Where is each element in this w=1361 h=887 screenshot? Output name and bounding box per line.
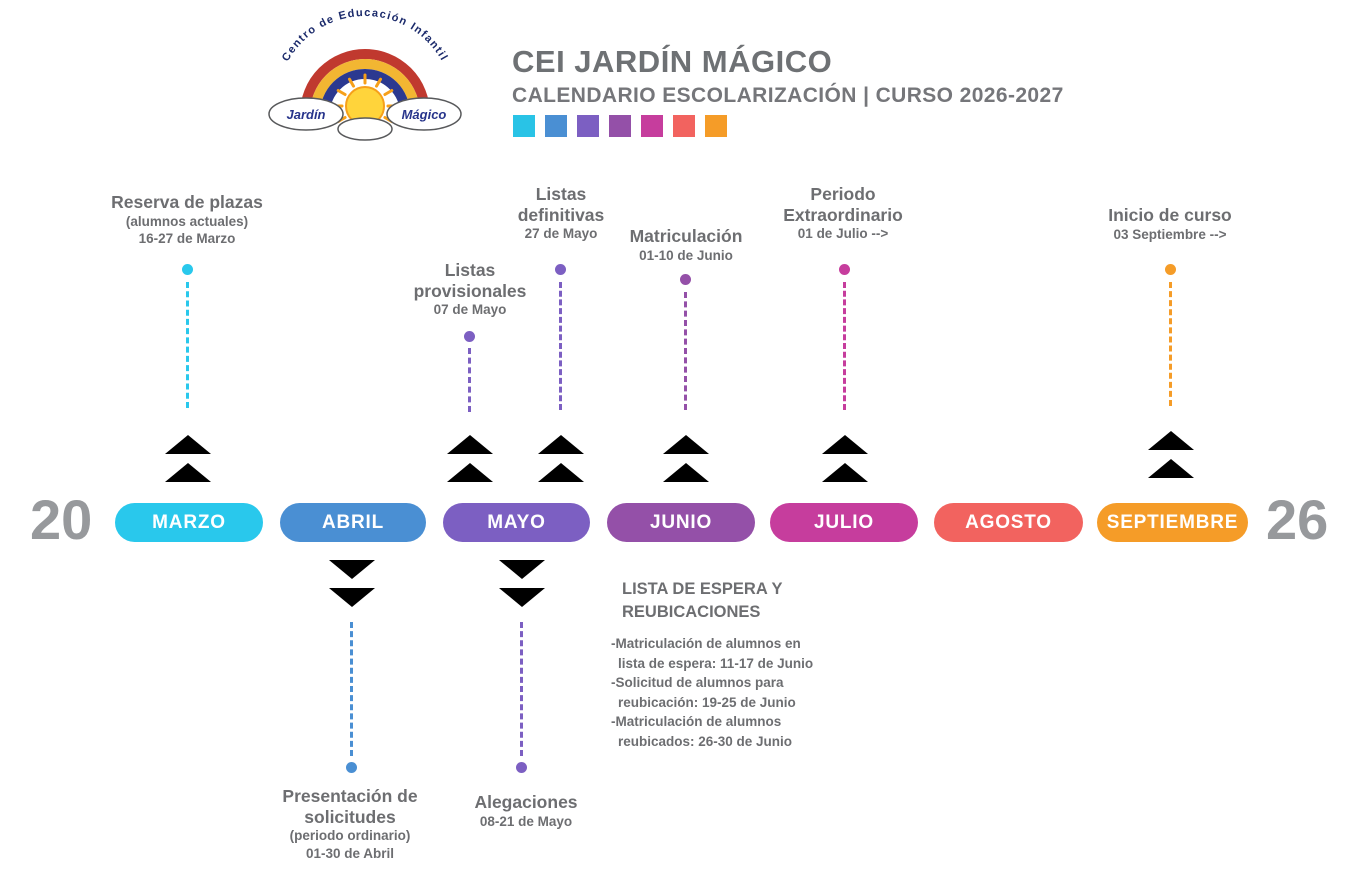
month-pill-mayo: MAYO: [443, 503, 590, 542]
connector-line: [186, 282, 189, 408]
connector-line: [350, 622, 353, 756]
event-title: Matriculación: [629, 226, 743, 246]
event-date: 01 de Julio -->: [797, 226, 889, 242]
event-title: Alegaciones: [474, 792, 578, 812]
connector-line: [520, 622, 523, 756]
color-swatch-2: [545, 115, 567, 137]
event-title: Listas definitivas: [517, 184, 605, 225]
chevron-up-icon: [538, 435, 584, 482]
waitlist-item: -Matriculación de alumnos reubicados: 26…: [611, 714, 793, 749]
event-date: 08-21 de Mayo: [479, 813, 573, 829]
event-dot: [182, 264, 193, 275]
event-date: 27 de Mayo: [524, 226, 598, 242]
event-date: 03 Septiembre -->: [1113, 226, 1227, 242]
waitlist-section: LISTA DE ESPERA Y REUBICACIONES -Matricu…: [608, 578, 868, 752]
event-date: 01-10 de Junio: [639, 247, 733, 263]
waitlist-items: -Matriculación de alumnos en lista de es…: [608, 634, 868, 751]
year-start-label: 20: [30, 488, 93, 551]
event-dot: [464, 331, 475, 342]
month-label: MARZO: [152, 511, 226, 533]
page-title: CEI JARDÍN MÁGICO: [512, 44, 833, 79]
month-label: JUNIO: [649, 511, 713, 533]
month-label: SEPTIEMBRE: [1106, 511, 1239, 533]
chevron-up-icon: [165, 435, 211, 482]
month-pill-septiembre: SEPTIEMBRE: [1097, 503, 1248, 542]
page-subtitle: CALENDARIO ESCOLARIZACIÓN | CURSO 2026-2…: [512, 84, 1064, 107]
event-dot: [839, 264, 850, 275]
event-dot: [516, 762, 527, 773]
cloud-left-label: Jardín: [286, 107, 325, 122]
event-inicio-de-curso: Inicio de curso 03 Septiembre -->: [1060, 205, 1280, 244]
event-note: (alumnos actuales): [125, 213, 249, 229]
month-label: AGOSTO: [965, 511, 1052, 533]
year-end-label: 26: [1266, 488, 1329, 551]
color-swatch-3: [577, 115, 599, 137]
month-pill-abril: ABRIL: [280, 503, 426, 542]
chevron-up-icon: [822, 435, 868, 482]
connector-line: [559, 282, 562, 410]
waitlist-title: LISTA DE ESPERA Y REUBICACIONES: [622, 580, 783, 622]
waitlist-item: -Matriculación de alumnos en lista de es…: [611, 636, 814, 671]
event-title: Reserva de plazas: [111, 192, 263, 212]
event-date: 07 de Mayo: [433, 302, 507, 318]
school-logo: Centro de Educación Infantil Jardín Mági…: [268, 7, 462, 141]
cloud-bottom: [337, 117, 393, 141]
color-swatch-4: [609, 115, 631, 137]
month-pill-marzo: MARZO: [115, 503, 263, 542]
connector-line: [1169, 282, 1172, 406]
event-dot: [555, 264, 566, 275]
color-swatch-7: [705, 115, 727, 137]
event-listas-provisionales: Listas provisionales 07 de Mayo: [400, 260, 540, 320]
color-swatch-1: [513, 115, 535, 137]
event-dot: [680, 274, 691, 285]
month-label: JULIO: [814, 511, 874, 533]
color-swatch-6: [673, 115, 695, 137]
event-presentacion-solicitudes: Presentación de solicitudes (periodo ord…: [245, 786, 455, 863]
event-listas-definitivas: Listas definitivas 27 de Mayo: [491, 184, 631, 244]
cloud-right-label: Mágico: [402, 107, 447, 122]
connector-line: [684, 292, 687, 410]
event-date: 16-27 de Marzo: [138, 231, 236, 247]
color-legend: [513, 115, 727, 137]
connector-line: [843, 282, 846, 410]
month-label: ABRIL: [321, 511, 385, 533]
event-dot: [346, 762, 357, 773]
cloud-right: Mágico: [386, 97, 462, 131]
event-title: Listas provisionales: [413, 260, 527, 301]
event-note: (periodo ordinario): [289, 828, 411, 844]
color-swatch-5: [641, 115, 663, 137]
cloud-left: Jardín: [268, 97, 344, 131]
event-title: Periodo Extraordinario: [783, 184, 903, 225]
chevron-up-icon: [663, 435, 709, 482]
waitlist-item: -Solicitud de alumnos para reubicación: …: [611, 675, 796, 710]
month-pill-agosto: AGOSTO: [934, 503, 1083, 542]
event-title: Inicio de curso: [1108, 205, 1232, 225]
connector-line: [468, 348, 471, 412]
event-alegaciones: Alegaciones 08-21 de Mayo: [436, 792, 616, 831]
chevron-up-icon: [447, 435, 493, 482]
event-matriculacion: Matriculación 01-10 de Junio: [596, 226, 776, 265]
event-date: 01-30 de Abril: [305, 845, 395, 861]
chevron-up-icon: [1148, 431, 1194, 478]
event-title: Presentación de solicitudes: [282, 786, 418, 827]
event-dot: [1165, 264, 1176, 275]
chevron-down-icon: [499, 560, 545, 607]
month-pill-junio: JUNIO: [607, 503, 755, 542]
chevron-down-icon: [329, 560, 375, 607]
month-label: MAYO: [487, 511, 546, 533]
month-pill-julio: JULIO: [770, 503, 918, 542]
event-periodo-extraordinario: Periodo Extraordinario 01 de Julio -->: [758, 184, 928, 244]
event-reserva-de-plazas: Reserva de plazas (alumnos actuales) 16-…: [67, 192, 307, 248]
